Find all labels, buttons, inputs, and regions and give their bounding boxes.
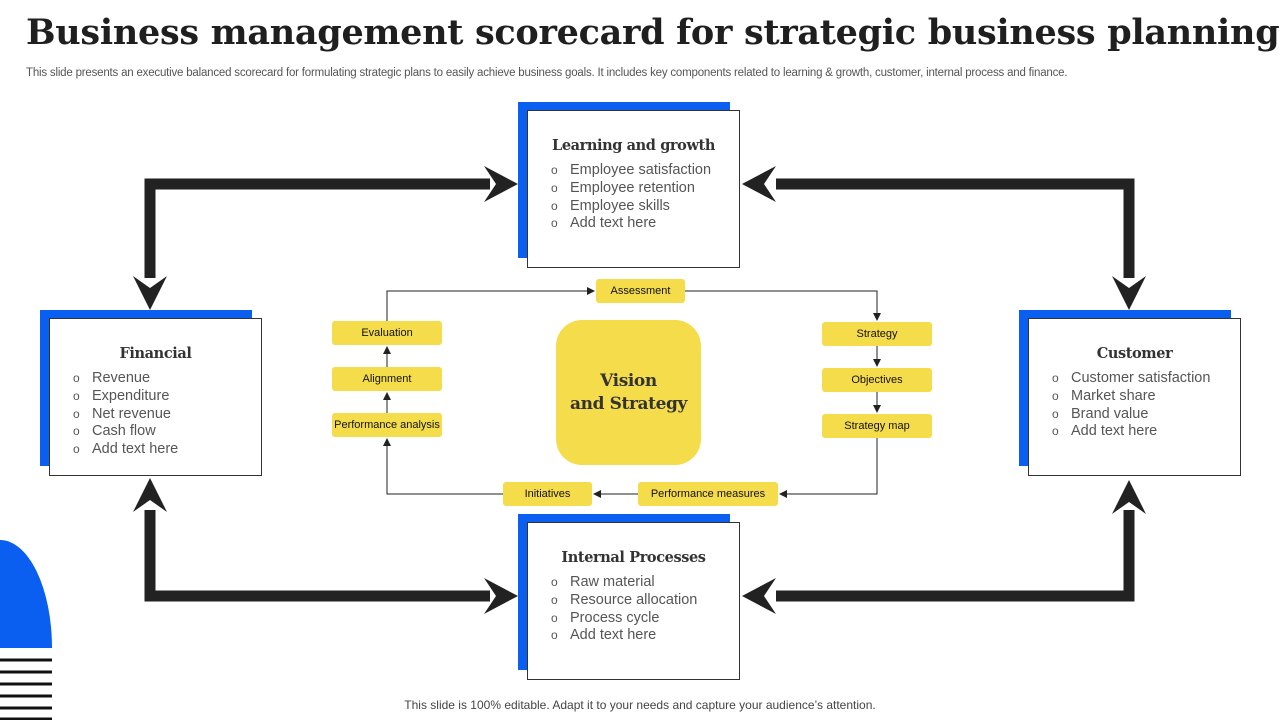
list-item: Raw material — [551, 574, 739, 592]
page-title: Business management scorecard for strate… — [26, 12, 1280, 53]
strategy-pill: Strategy — [822, 322, 932, 346]
corner-semicircle — [0, 540, 52, 648]
arrow-learning-financial-line — [144, 178, 490, 278]
list-item: Customer satisfaction — [1052, 370, 1240, 388]
arrowhead-to-learning-right — [742, 166, 776, 202]
arrow-financial-internal-line — [144, 510, 490, 602]
arrowhead-to-customer-bottom — [1112, 480, 1146, 514]
connector-assessment-strategy — [685, 290, 881, 321]
learning-growth-card: Learning and growth Employee satisfactio… — [527, 110, 740, 268]
internal-processes-list: Raw material Resource allocation Process… — [551, 574, 739, 645]
list-item: Add text here — [551, 627, 739, 645]
customer-card: Customer Customer satisfaction Market sh… — [1028, 318, 1241, 476]
evaluation-pill: Evaluation — [332, 321, 442, 345]
learning-growth-title: Learning and growth — [552, 137, 715, 154]
list-item: Employee skills — [551, 198, 739, 216]
learning-growth-list: Employee satisfaction Employee retention… — [551, 162, 739, 233]
connector-evaluation-assessment — [386, 287, 595, 321]
initiatives-pill: Initiatives — [503, 482, 592, 506]
list-item: Add text here — [551, 215, 739, 233]
list-item: Employee satisfaction — [551, 162, 739, 180]
page-subtitle: This slide presents an executive balance… — [26, 67, 1068, 79]
vision-line-2: and Strategy — [570, 393, 687, 414]
internal-processes-card: Internal Processes Raw material Resource… — [527, 522, 740, 680]
list-item: Process cycle — [551, 610, 739, 628]
financial-title: Financial — [119, 345, 192, 362]
arrowhead-to-learning-left — [484, 166, 518, 202]
list-item: Brand value — [1052, 406, 1240, 424]
list-item: Add text here — [1052, 423, 1240, 441]
list-item: Market share — [1052, 388, 1240, 406]
list-item: Revenue — [73, 370, 261, 388]
financial-card: Financial Revenue Expenditure Net revenu… — [49, 318, 262, 476]
strategy-map-pill: Strategy map — [822, 414, 932, 438]
connector-strategymap-measures — [779, 438, 878, 498]
performance-analysis-pill: Performance analysis — [332, 413, 442, 437]
list-item: Resource allocation — [551, 592, 739, 610]
arrowhead-to-internal-left — [484, 578, 518, 614]
arrow-customer-internal-line — [776, 510, 1135, 602]
arrowhead-to-financial-top — [133, 276, 167, 310]
customer-title: Customer — [1096, 345, 1173, 362]
arrowhead-to-financial-bottom — [133, 478, 167, 512]
list-item: Add text here — [73, 441, 261, 459]
list-item: Expenditure — [73, 388, 261, 406]
vision-strategy-box: Vision and Strategy — [556, 320, 701, 465]
corner-stripes — [0, 658, 52, 720]
list-item: Net revenue — [73, 406, 261, 424]
arrow-learning-customer-line — [776, 178, 1135, 278]
arrowhead-to-customer-top — [1112, 276, 1146, 310]
financial-list: Revenue Expenditure Net revenue Cash flo… — [73, 370, 261, 459]
objectives-pill: Objectives — [822, 368, 932, 392]
alignment-pill: Alignment — [332, 367, 442, 391]
list-item: Employee retention — [551, 180, 739, 198]
connector-initiatives-analysis — [383, 438, 503, 495]
list-item: Cash flow — [73, 423, 261, 441]
internal-processes-title: Internal Processes — [561, 549, 706, 566]
performance-measures-pill: Performance measures — [638, 482, 778, 506]
assessment-pill: Assessment — [596, 279, 685, 303]
footer-note: This slide is 100% editable. Adapt it to… — [404, 698, 876, 712]
arrowhead-to-internal-right — [742, 578, 776, 614]
vision-line-1: Vision — [600, 370, 657, 391]
customer-list: Customer satisfaction Market share Brand… — [1052, 370, 1240, 441]
